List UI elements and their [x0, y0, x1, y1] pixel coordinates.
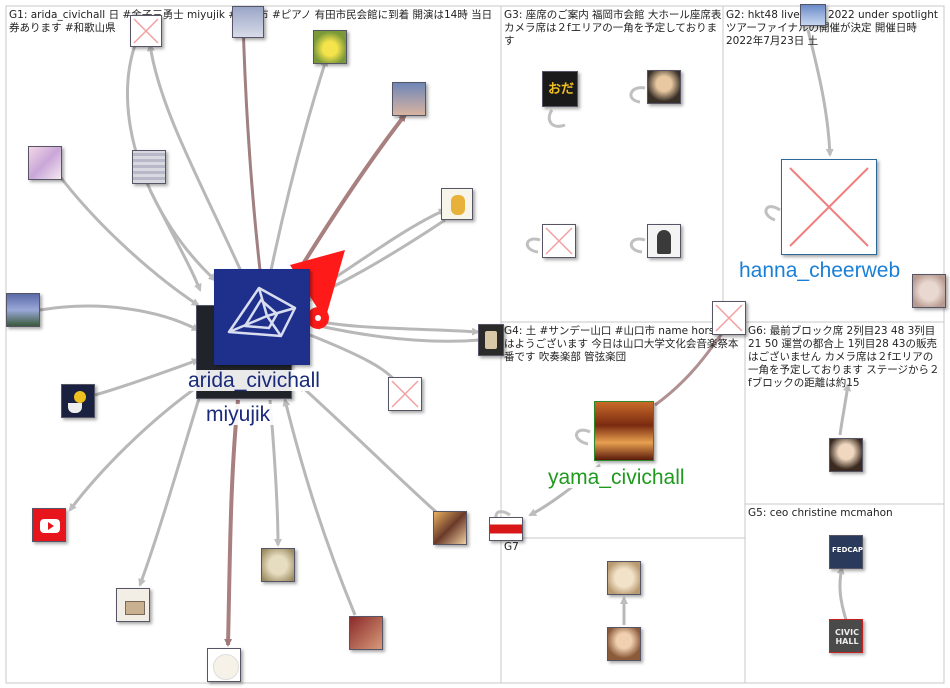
avatar-node[interactable]: [130, 15, 162, 47]
node-label-hanna-cheerweb: hanna_cheerweb: [735, 260, 905, 281]
edge: [224, 399, 240, 647]
edge: [806, 29, 834, 157]
avatar-node[interactable]: [313, 30, 347, 64]
edge: [39, 304, 200, 332]
group-label-g7: G7: [504, 541, 519, 553]
pyramid-logo-icon: [227, 286, 297, 338]
self-loops: [494, 86, 781, 527]
avatar-node[interactable]: [261, 548, 295, 582]
node-label-yama-civichall: yama_civichall: [544, 467, 689, 488]
oda-logo-icon: おだ: [547, 82, 574, 97]
hanna-cheerweb-node[interactable]: [781, 159, 877, 255]
broken-image-icon: [391, 380, 419, 408]
highlight-loop: [290, 250, 345, 329]
avatar-node[interactable]: [542, 224, 576, 258]
edge: [53, 169, 200, 307]
node-label-miyujik: miyujik: [202, 404, 275, 425]
fedcap-logo-icon: FEDCAP: [832, 546, 864, 554]
self-loop: [575, 428, 591, 446]
avatar-node[interactable]: [61, 384, 95, 418]
youtube-node[interactable]: [32, 508, 66, 542]
figure-icon: [657, 230, 671, 254]
avatar-node[interactable]: [132, 150, 166, 184]
edge: [146, 43, 247, 281]
group-box-g5: [744, 503, 945, 684]
self-loop: [629, 86, 646, 104]
avatar-node[interactable]: [912, 274, 946, 308]
avatar-node[interactable]: [478, 324, 504, 356]
self-loop: [630, 237, 646, 254]
avatar-node[interactable]: [433, 511, 467, 545]
group-label-g2: G2: hkt48 live tour 2022 under spotlight…: [726, 9, 939, 47]
cup-icon: [68, 403, 82, 413]
self-loop: [525, 237, 541, 254]
red-dot-center: [315, 315, 321, 321]
group-label-g5: G5: ceo christine mcmahon: [748, 507, 893, 519]
avatar-node[interactable]: [800, 4, 826, 26]
avatar-node[interactable]: [441, 188, 473, 220]
avatar-node[interactable]: [392, 82, 426, 116]
avatar-node[interactable]: [232, 6, 264, 38]
edge: [838, 383, 852, 436]
avatar-node[interactable]: [647, 224, 681, 258]
group-label-g3: G3: 座席のご案内 福岡市会館 大ホール座席表 カメラ席は２fエリアの一角を予…: [504, 9, 722, 47]
oda-node[interactable]: おだ: [542, 71, 578, 107]
group-box-g7: [500, 537, 746, 684]
broken-image-icon: [133, 18, 159, 44]
red-wedge: [290, 250, 345, 320]
edge: [836, 566, 848, 621]
group-box-g3: [500, 5, 724, 323]
avatar-node[interactable]: [116, 588, 150, 622]
yama-civichall-node[interactable]: [594, 401, 654, 461]
edge: [309, 318, 480, 336]
avatar-node[interactable]: [6, 293, 40, 327]
avatar-node[interactable]: [607, 627, 641, 661]
edge: [298, 383, 446, 522]
edge: [138, 394, 202, 587]
broken-image-icon: [715, 304, 743, 332]
edge: [94, 358, 200, 397]
avatar-node[interactable]: [207, 648, 241, 682]
avatar-node[interactable]: [388, 377, 422, 411]
broken-image-icon: [545, 227, 573, 255]
avatar-node[interactable]: [829, 438, 863, 472]
edge: [288, 113, 407, 287]
group-label-g4: G4: 土 #サンデー山口 #山口市 name horses おはようございます…: [504, 325, 741, 363]
avatar-node[interactable]: [712, 301, 746, 335]
avatar-node[interactable]: [28, 146, 62, 180]
broken-image-icon: [789, 167, 869, 247]
edge: [313, 322, 481, 343]
node-label-arida-civichall: arida_civichall: [184, 370, 324, 391]
fedcap-node[interactable]: FEDCAP: [829, 535, 863, 569]
edge: [239, 18, 262, 271]
box-icon: [125, 601, 145, 615]
youtube-icon: [40, 519, 60, 533]
cup-icon: [485, 331, 497, 349]
bear-icon: [213, 654, 239, 680]
flower-icon: [74, 391, 86, 403]
self-loop: [764, 205, 781, 222]
edge: [268, 58, 328, 276]
edge: [68, 383, 201, 512]
group-label-g6: G6: 最前ブロック席 2列目23 48 3列目21 50 運営の都合上 1列目…: [748, 325, 940, 389]
edge: [282, 398, 357, 616]
self-loop: [547, 109, 566, 128]
cartoon-icon: [451, 195, 465, 215]
avatar-node[interactable]: [489, 517, 523, 541]
avatar-node[interactable]: [349, 616, 383, 650]
avatar-node[interactable]: [607, 561, 641, 595]
avatar-node[interactable]: [647, 70, 681, 104]
arida-civichall-node[interactable]: [214, 269, 310, 365]
